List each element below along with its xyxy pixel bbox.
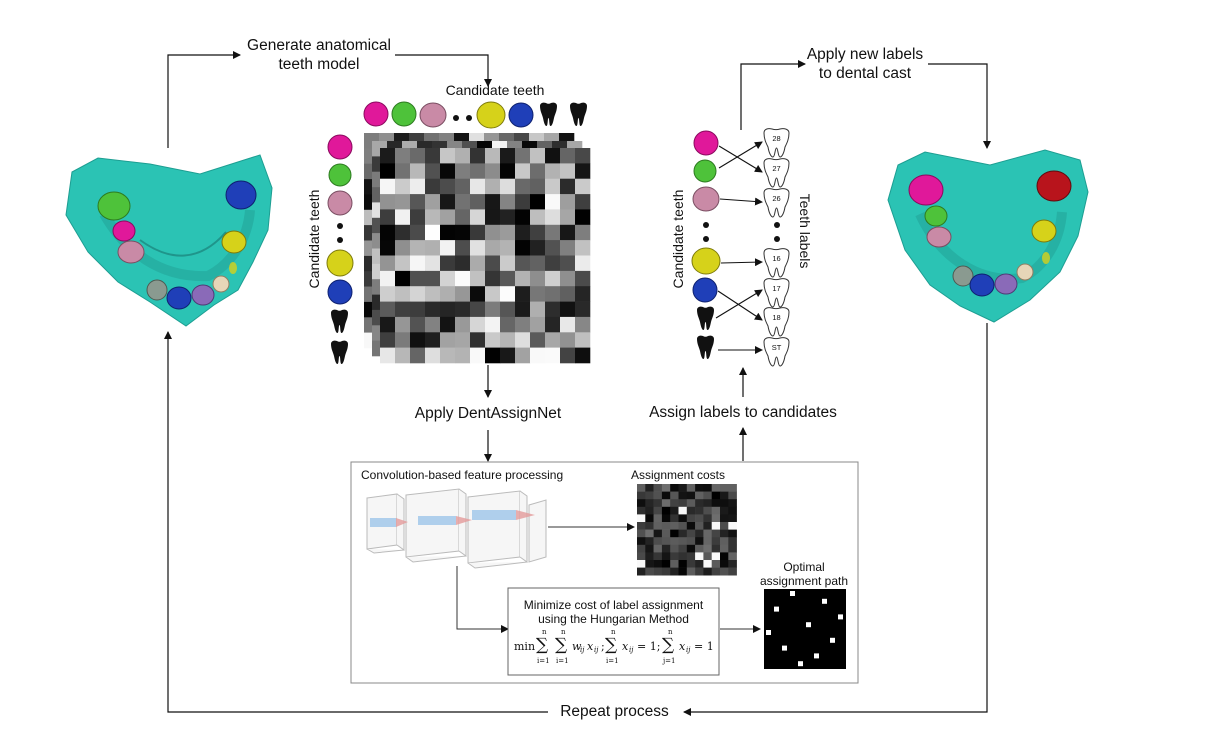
tooth-icon	[697, 335, 714, 359]
tooth-icon	[327, 134, 353, 160]
network-arrows	[456, 523, 761, 633]
tooth-icon	[419, 102, 447, 128]
tooth-outline-icon: 28	[763, 128, 790, 158]
tooth-icon	[570, 102, 587, 126]
feature-processing-label: Convolution-based feature processing	[361, 468, 564, 482]
flow-arrows	[164, 51, 991, 716]
assignment-lines	[715, 141, 763, 354]
tooth-icon	[331, 340, 348, 364]
optimal-path-label: Optimal assignment path	[759, 560, 849, 588]
teeth-labels-side-label: Teeth labels	[797, 193, 813, 269]
arrow-new-to-cast	[928, 63, 991, 149]
label-dots	[774, 222, 780, 242]
tooth-outline-icon: 17	[763, 278, 790, 308]
assignment-candidates	[691, 130, 721, 359]
hungarian-line2: using the Hungarian Method	[538, 612, 689, 626]
cost-matrix-stack	[364, 133, 591, 364]
apply-new-labels-label: Apply new labels to dental cast	[806, 46, 924, 82]
conv-layers	[366, 488, 547, 569]
arrow-repeat-to-cast	[164, 331, 548, 713]
hungarian-line1: Minimize cost of label assignment	[523, 598, 704, 612]
tooth-icon	[327, 279, 353, 305]
assignment-candidate-teeth-label: Candidate teeth	[670, 189, 686, 289]
tooth-label-text: 28	[772, 134, 780, 143]
tooth-icon	[331, 309, 348, 333]
tooth-label-text: 27	[772, 164, 780, 173]
assignment-costs-label: Assignment costs	[630, 468, 726, 482]
tooth-icon	[691, 247, 721, 275]
tooth-outline-icon: 16	[763, 248, 790, 278]
dental-cast-left	[65, 154, 273, 327]
tooth-label-text: 17	[772, 284, 780, 293]
repeat-process-label: Repeat process	[560, 703, 669, 720]
tooth-icon	[692, 186, 720, 212]
hungarian-formula: min n ∑ i=1 n ∑ i=1 w ij x ij ; n ∑ i=1 …	[514, 628, 714, 665]
tooth-icon	[693, 130, 719, 156]
tooth-icon	[508, 102, 534, 128]
candidate-teeth-side-label: Candidate teeth	[306, 189, 322, 289]
tooth-icon	[327, 190, 353, 216]
tooth-icon	[326, 249, 354, 277]
tooth-icon	[328, 163, 352, 187]
candidate-teeth-column	[326, 134, 354, 364]
arrow-to-generate	[167, 51, 241, 148]
tooth-outline-icon: 27	[763, 158, 790, 188]
tooth-icon	[692, 277, 718, 303]
tooth-outline-icon: 26	[763, 188, 790, 218]
assignment-costs-heatmap	[637, 484, 737, 576]
tooth-icon	[540, 102, 557, 126]
arrow-cast-to-repeat	[683, 323, 988, 716]
tooth-icon	[391, 101, 417, 127]
tooth-outline-icon: ST	[763, 337, 790, 367]
apply-dentassignnet-label: Apply DentAssignNet	[414, 405, 562, 422]
tooth-icon	[476, 101, 506, 129]
tooth-label-text: 16	[772, 254, 780, 263]
hungarian-box	[507, 587, 720, 676]
dental-cast-right	[887, 149, 1089, 323]
tooth-label-text: ST	[772, 343, 782, 352]
tooth-label-text: 18	[772, 313, 780, 322]
candidate-teeth-row	[363, 101, 587, 129]
candidate-teeth-top-label: Candidate teeth	[445, 82, 545, 98]
tooth-icon	[693, 159, 717, 183]
generate-model-label: Generate anatomical teeth model	[247, 37, 391, 73]
assign-labels-label: Assign labels to candidates	[649, 404, 837, 421]
arrow-generate-to-candidates	[395, 54, 492, 87]
tooth-label-text: 26	[772, 194, 780, 203]
optimal-assignment-path	[764, 589, 846, 669]
tooth-icon	[697, 306, 714, 330]
tooth-outline-icon: 18	[763, 307, 790, 337]
tooth-icon	[363, 101, 389, 127]
arrow-to-apply-new	[740, 60, 806, 130]
